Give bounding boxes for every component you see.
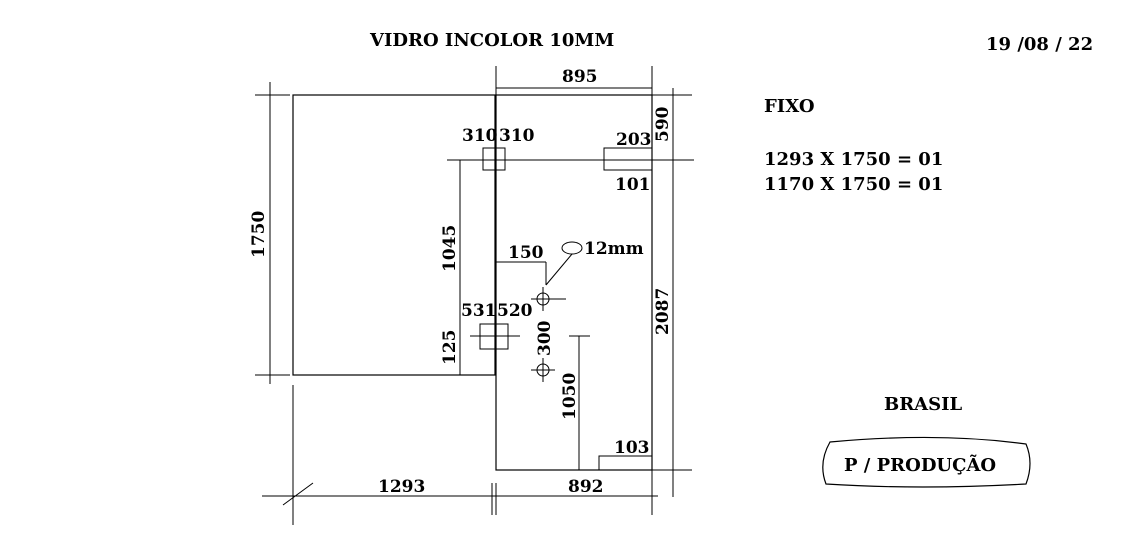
- dim-310-left-label: 310: [462, 126, 498, 146]
- dim-895-label: 895: [562, 67, 598, 87]
- dim-125-label: 125: [440, 330, 460, 366]
- dim-1045-label: 1045: [440, 225, 460, 272]
- bottom-notch: 103: [598, 438, 653, 471]
- dim-2087-label: 2087: [653, 288, 673, 335]
- right-glass-panel: [495, 94, 653, 471]
- hole-offset-dimension: 150: [496, 243, 547, 285]
- top-hinge-line: 310 310 203 101: [447, 126, 694, 195]
- middle-hinge: 531 520 125: [440, 301, 533, 365]
- dim-590-label: 590: [653, 106, 673, 142]
- drawing-date: 19 /08 / 22: [986, 34, 1093, 55]
- hole-lower: [531, 358, 555, 382]
- country-label: BRASIL: [884, 394, 963, 415]
- size-line-1: 1293 X 1750 = 01: [764, 149, 943, 170]
- right-height-dimension: 590 2087: [652, 88, 692, 497]
- dim-531-label: 531: [461, 301, 497, 321]
- dim-101-label: 101: [615, 175, 651, 195]
- dim-150-label: 150: [508, 243, 544, 263]
- dim-1050: 1050: [560, 335, 590, 470]
- dim-310-right-label: 310: [499, 126, 535, 146]
- dim-1750-label: 1750: [249, 211, 269, 258]
- size-line-2: 1170 X 1750 = 01: [764, 174, 943, 195]
- left-glass-panel: [292, 94, 496, 376]
- hole-callout: 12mm: [545, 239, 644, 286]
- drawing-title: VIDRO INCOLOR 10MM: [369, 30, 614, 51]
- hole-upper: [531, 287, 566, 311]
- dim-1050-label: 1050: [560, 373, 580, 420]
- dim-203-label: 203: [616, 130, 652, 150]
- dim-300-label: 300: [535, 320, 555, 356]
- production-stamp-label: P / PRODUÇÃO: [844, 453, 996, 476]
- top-width-dimension: 895: [495, 66, 653, 95]
- dim-103-label: 103: [614, 438, 650, 458]
- dim-1045: 1045: [440, 160, 461, 375]
- production-stamp: P / PRODUÇÃO: [822, 436, 1031, 488]
- dim-520-label: 520: [497, 301, 533, 321]
- hole-diameter-label: 12mm: [584, 239, 644, 259]
- dim-892-label: 892: [568, 477, 604, 497]
- dim-1293-label: 1293: [378, 477, 425, 497]
- bottom-width-dimension: 1293 892: [262, 385, 658, 525]
- fixo-label: FIXO: [764, 96, 815, 117]
- left-height-dimension: 1750: [249, 82, 290, 384]
